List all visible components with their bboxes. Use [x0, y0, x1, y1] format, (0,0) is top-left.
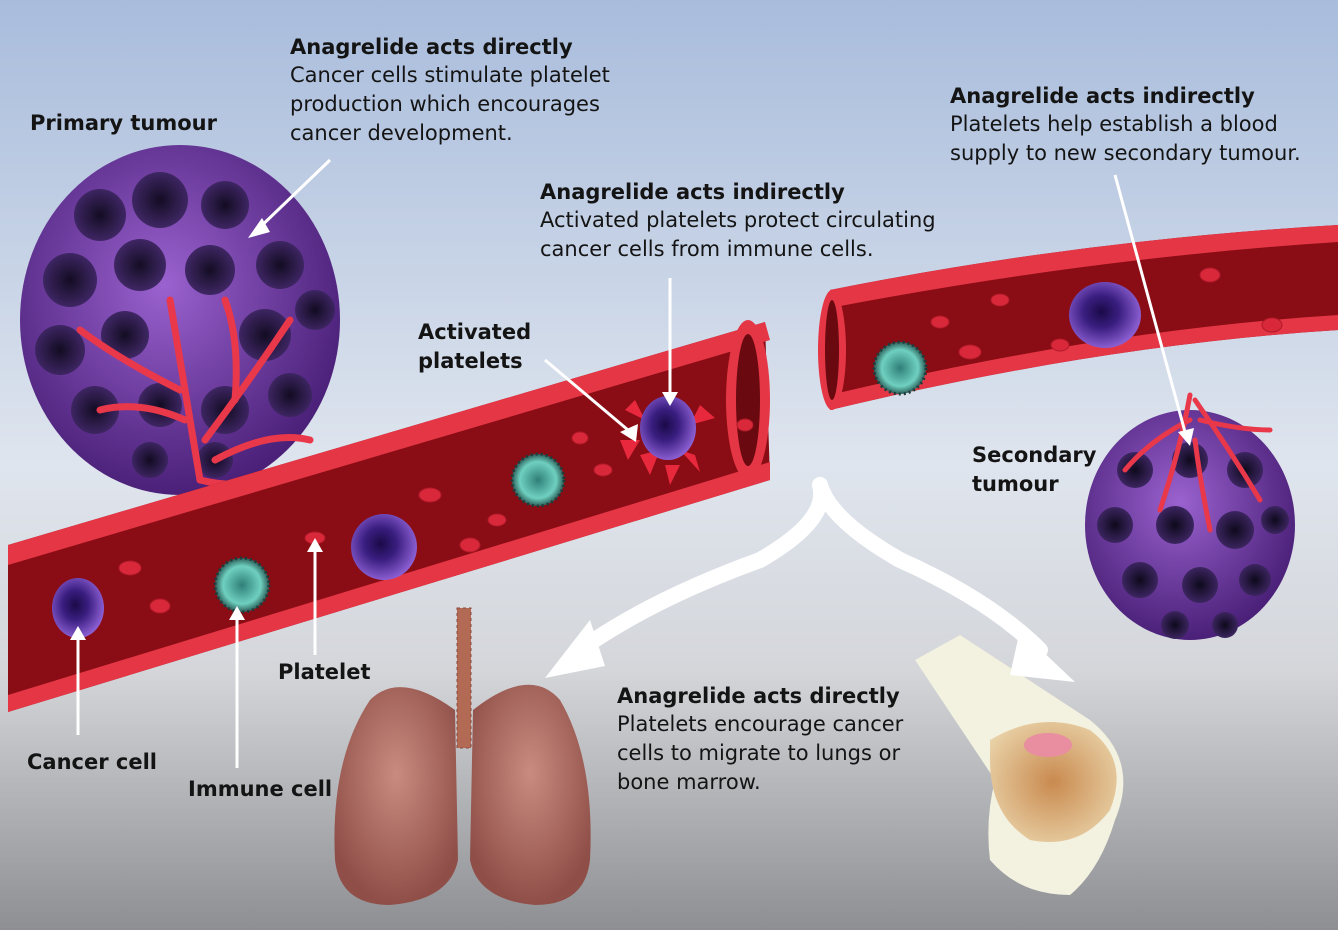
label-line: tumour [972, 470, 1096, 499]
callout-heading: Anagrelide acts directly [617, 682, 937, 710]
label-line: Activated [418, 318, 531, 347]
label-activated-platelets: Activated platelets [418, 318, 531, 376]
label-cancer-cell: Cancer cell [27, 749, 157, 775]
label-secondary-tumour: Secondary tumour [972, 441, 1096, 499]
callout-primary-direct: Anagrelide acts directly Cancer cells st… [290, 33, 650, 148]
callout-line: cancer development. [290, 119, 650, 148]
label-line: platelets [418, 347, 531, 376]
callout-line: Activated platelets protect circulating [540, 206, 970, 235]
callout-migrate-direct: Anagrelide acts directly Platelets encou… [617, 682, 937, 797]
callout-line: cells to migrate to lungs or [617, 739, 937, 768]
callout-heading: Anagrelide acts directly [290, 33, 650, 61]
callout-line: Platelets help establish a blood [950, 110, 1330, 139]
callout-line: supply to new secondary tumour. [950, 139, 1330, 168]
label-line: Secondary [972, 441, 1096, 470]
callout-line: bone marrow. [617, 768, 937, 797]
label-primary-tumour: Primary tumour [30, 110, 217, 136]
label-immune-cell: Immune cell [188, 776, 332, 802]
callout-blood-supply-indirect: Anagrelide acts indirectly Platelets hel… [950, 82, 1330, 168]
callout-protect-indirect: Anagrelide acts indirectly Activated pla… [540, 178, 970, 264]
callout-line: production which encourages [290, 90, 650, 119]
callout-line: Cancer cells stimulate platelet [290, 61, 650, 90]
callout-heading: Anagrelide acts indirectly [540, 178, 970, 206]
callout-line: cancer cells from immune cells. [540, 235, 970, 264]
label-platelet: Platelet [278, 659, 371, 685]
callout-heading: Anagrelide acts indirectly [950, 82, 1330, 110]
callout-line: Platelets encourage cancer [617, 710, 937, 739]
